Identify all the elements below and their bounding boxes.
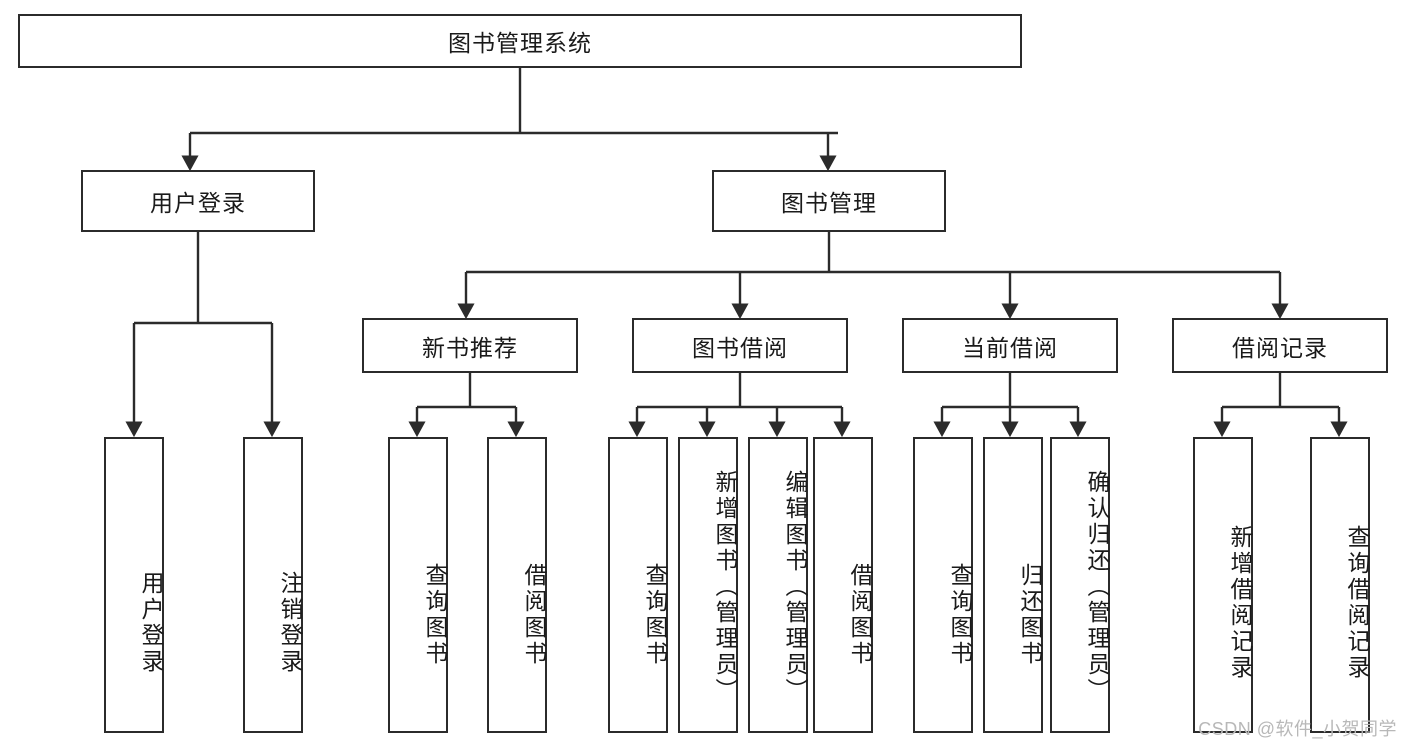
node-new-book-recommend[interactable]: 新书推荐	[362, 318, 578, 373]
node-leaf-add-book-admin[interactable]: 新增图书（管理员）	[678, 437, 738, 733]
node-current-borrow[interactable]: 当前借阅	[902, 318, 1118, 373]
node-leaf-return-book[interactable]: 归还图书	[983, 437, 1043, 733]
node-leaf-edit-book-admin[interactable]: 编辑图书（管理员）	[748, 437, 808, 733]
node-leaf-borrow-book[interactable]: 借阅图书	[813, 437, 873, 733]
node-label: 图书借阅	[692, 334, 788, 361]
node-leaf-query-book-borrow[interactable]: 查询图书	[608, 437, 668, 733]
node-label: 新增借阅记录	[1227, 524, 1253, 681]
node-label: 借阅图书	[521, 563, 547, 667]
node-label: 用户登录	[150, 190, 246, 216]
node-label: 图书管理	[781, 190, 877, 216]
node-leaf-confirm-return-admin[interactable]: 确认归还（管理员）	[1050, 437, 1110, 733]
node-leaf-query-borrow-record[interactable]: 查询借阅记录	[1310, 437, 1370, 733]
node-leaf-borrow-book-recommend[interactable]: 借阅图书	[487, 437, 547, 733]
node-label: 新书推荐	[422, 334, 518, 361]
node-label: 查询借阅记录	[1344, 524, 1370, 681]
node-book-borrow[interactable]: 图书借阅	[632, 318, 848, 373]
node-label: 归还图书	[1017, 563, 1043, 667]
node-leaf-add-borrow-record[interactable]: 新增借阅记录	[1193, 437, 1253, 733]
node-label: 查询图书	[947, 563, 973, 667]
node-root-system[interactable]: 图书管理系统	[18, 14, 1022, 68]
node-leaf-user-logout[interactable]: 注销登录	[243, 437, 303, 733]
node-label: 注销登录	[277, 570, 303, 675]
node-book-management[interactable]: 图书管理	[712, 170, 946, 232]
node-label: 借阅图书	[847, 563, 873, 667]
watermark: CSDN @软件_小贺同学	[1198, 719, 1397, 739]
node-label: 当前借阅	[962, 334, 1058, 361]
node-label: 新增图书（管理员）	[712, 470, 738, 704]
node-leaf-user-login[interactable]: 用户登录	[104, 437, 164, 733]
node-leaf-query-book-recommend[interactable]: 查询图书	[388, 437, 448, 733]
node-borrow-record[interactable]: 借阅记录	[1172, 318, 1388, 373]
node-label: 用户登录	[138, 570, 164, 675]
node-label: 图书管理系统	[448, 30, 592, 56]
node-label: 编辑图书（管理员）	[782, 470, 808, 704]
node-user-login[interactable]: 用户登录	[81, 170, 315, 232]
node-leaf-query-book-current[interactable]: 查询图书	[913, 437, 973, 733]
node-label: 查询图书	[422, 563, 448, 667]
node-label: 查询图书	[642, 563, 668, 667]
node-label: 借阅记录	[1232, 334, 1328, 361]
node-label: 确认归还（管理员）	[1084, 470, 1110, 704]
